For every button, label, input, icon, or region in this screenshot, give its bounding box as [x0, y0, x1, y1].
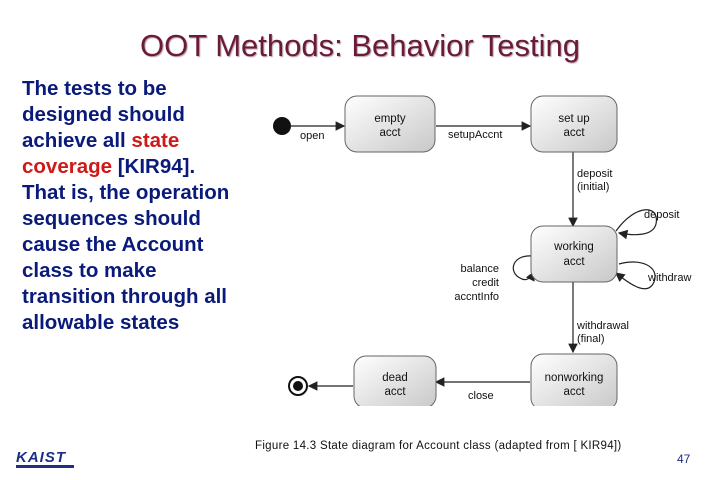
state-working-label-2: acct — [563, 256, 585, 268]
body-text-post: [KIR94]. That is, the operation sequence… — [22, 155, 230, 334]
body-text-pre: The tests to be designed should achieve … — [22, 77, 185, 152]
withdraw-label: withdraw — [647, 272, 691, 284]
deposit-label: deposit — [644, 209, 679, 221]
state-setup-label-2: acct — [563, 127, 585, 139]
kaist-logo: KAIST — [16, 449, 66, 466]
state-working-acct — [530, 225, 618, 283]
state-dead-acct — [353, 355, 437, 406]
initial-state-dot — [273, 117, 291, 135]
deposit-initial-label: deposit — [577, 168, 612, 180]
state-working-label: working — [553, 241, 594, 253]
state-nonworking-label: nonworking — [545, 372, 604, 384]
withdraw-self-loop — [615, 261, 656, 290]
figure-caption: Figure 14.3 State diagram for Account cl… — [255, 440, 622, 452]
state-setup-label: set up — [558, 113, 589, 125]
body-text-highlight: state coverage — [22, 129, 180, 178]
credit-label: credit — [472, 277, 499, 289]
withdrawal-final-label: withdrawal — [576, 320, 629, 332]
accntinfo-label: accntInfo — [454, 291, 499, 303]
state-nonworking-acct — [530, 353, 618, 406]
account-state-diagram: empty acct set up acct working acct nonw… — [273, 95, 691, 406]
page-number: 47 — [677, 452, 691, 466]
state-empty-acct — [344, 95, 436, 153]
balance-self-loop — [512, 255, 535, 282]
state-setup-acct — [530, 95, 618, 153]
state-dead-label: dead — [382, 372, 408, 384]
withdrawal-final-label-2: (final) — [577, 333, 605, 345]
state-empty-label: empty — [374, 113, 406, 125]
setupaccnt-label: setupAccnt — [448, 129, 502, 141]
deposit-self-loop — [615, 209, 657, 240]
slide-body-text: The tests to be designed should achieve … — [22, 76, 237, 336]
final-state-dot — [293, 381, 303, 391]
state-nonworking-label-2: acct — [563, 386, 585, 398]
state-empty-label-2: acct — [379, 127, 401, 139]
open-label: open — [300, 130, 324, 142]
deposit-initial-label-2: (initial) — [577, 181, 609, 193]
close-label: close — [468, 390, 494, 402]
kaist-logo-underline — [16, 465, 74, 468]
state-dead-label-2: acct — [384, 386, 406, 398]
balance-label: balance — [460, 263, 499, 275]
slide-title: OOT Methods: Behavior Testing — [140, 28, 580, 63]
